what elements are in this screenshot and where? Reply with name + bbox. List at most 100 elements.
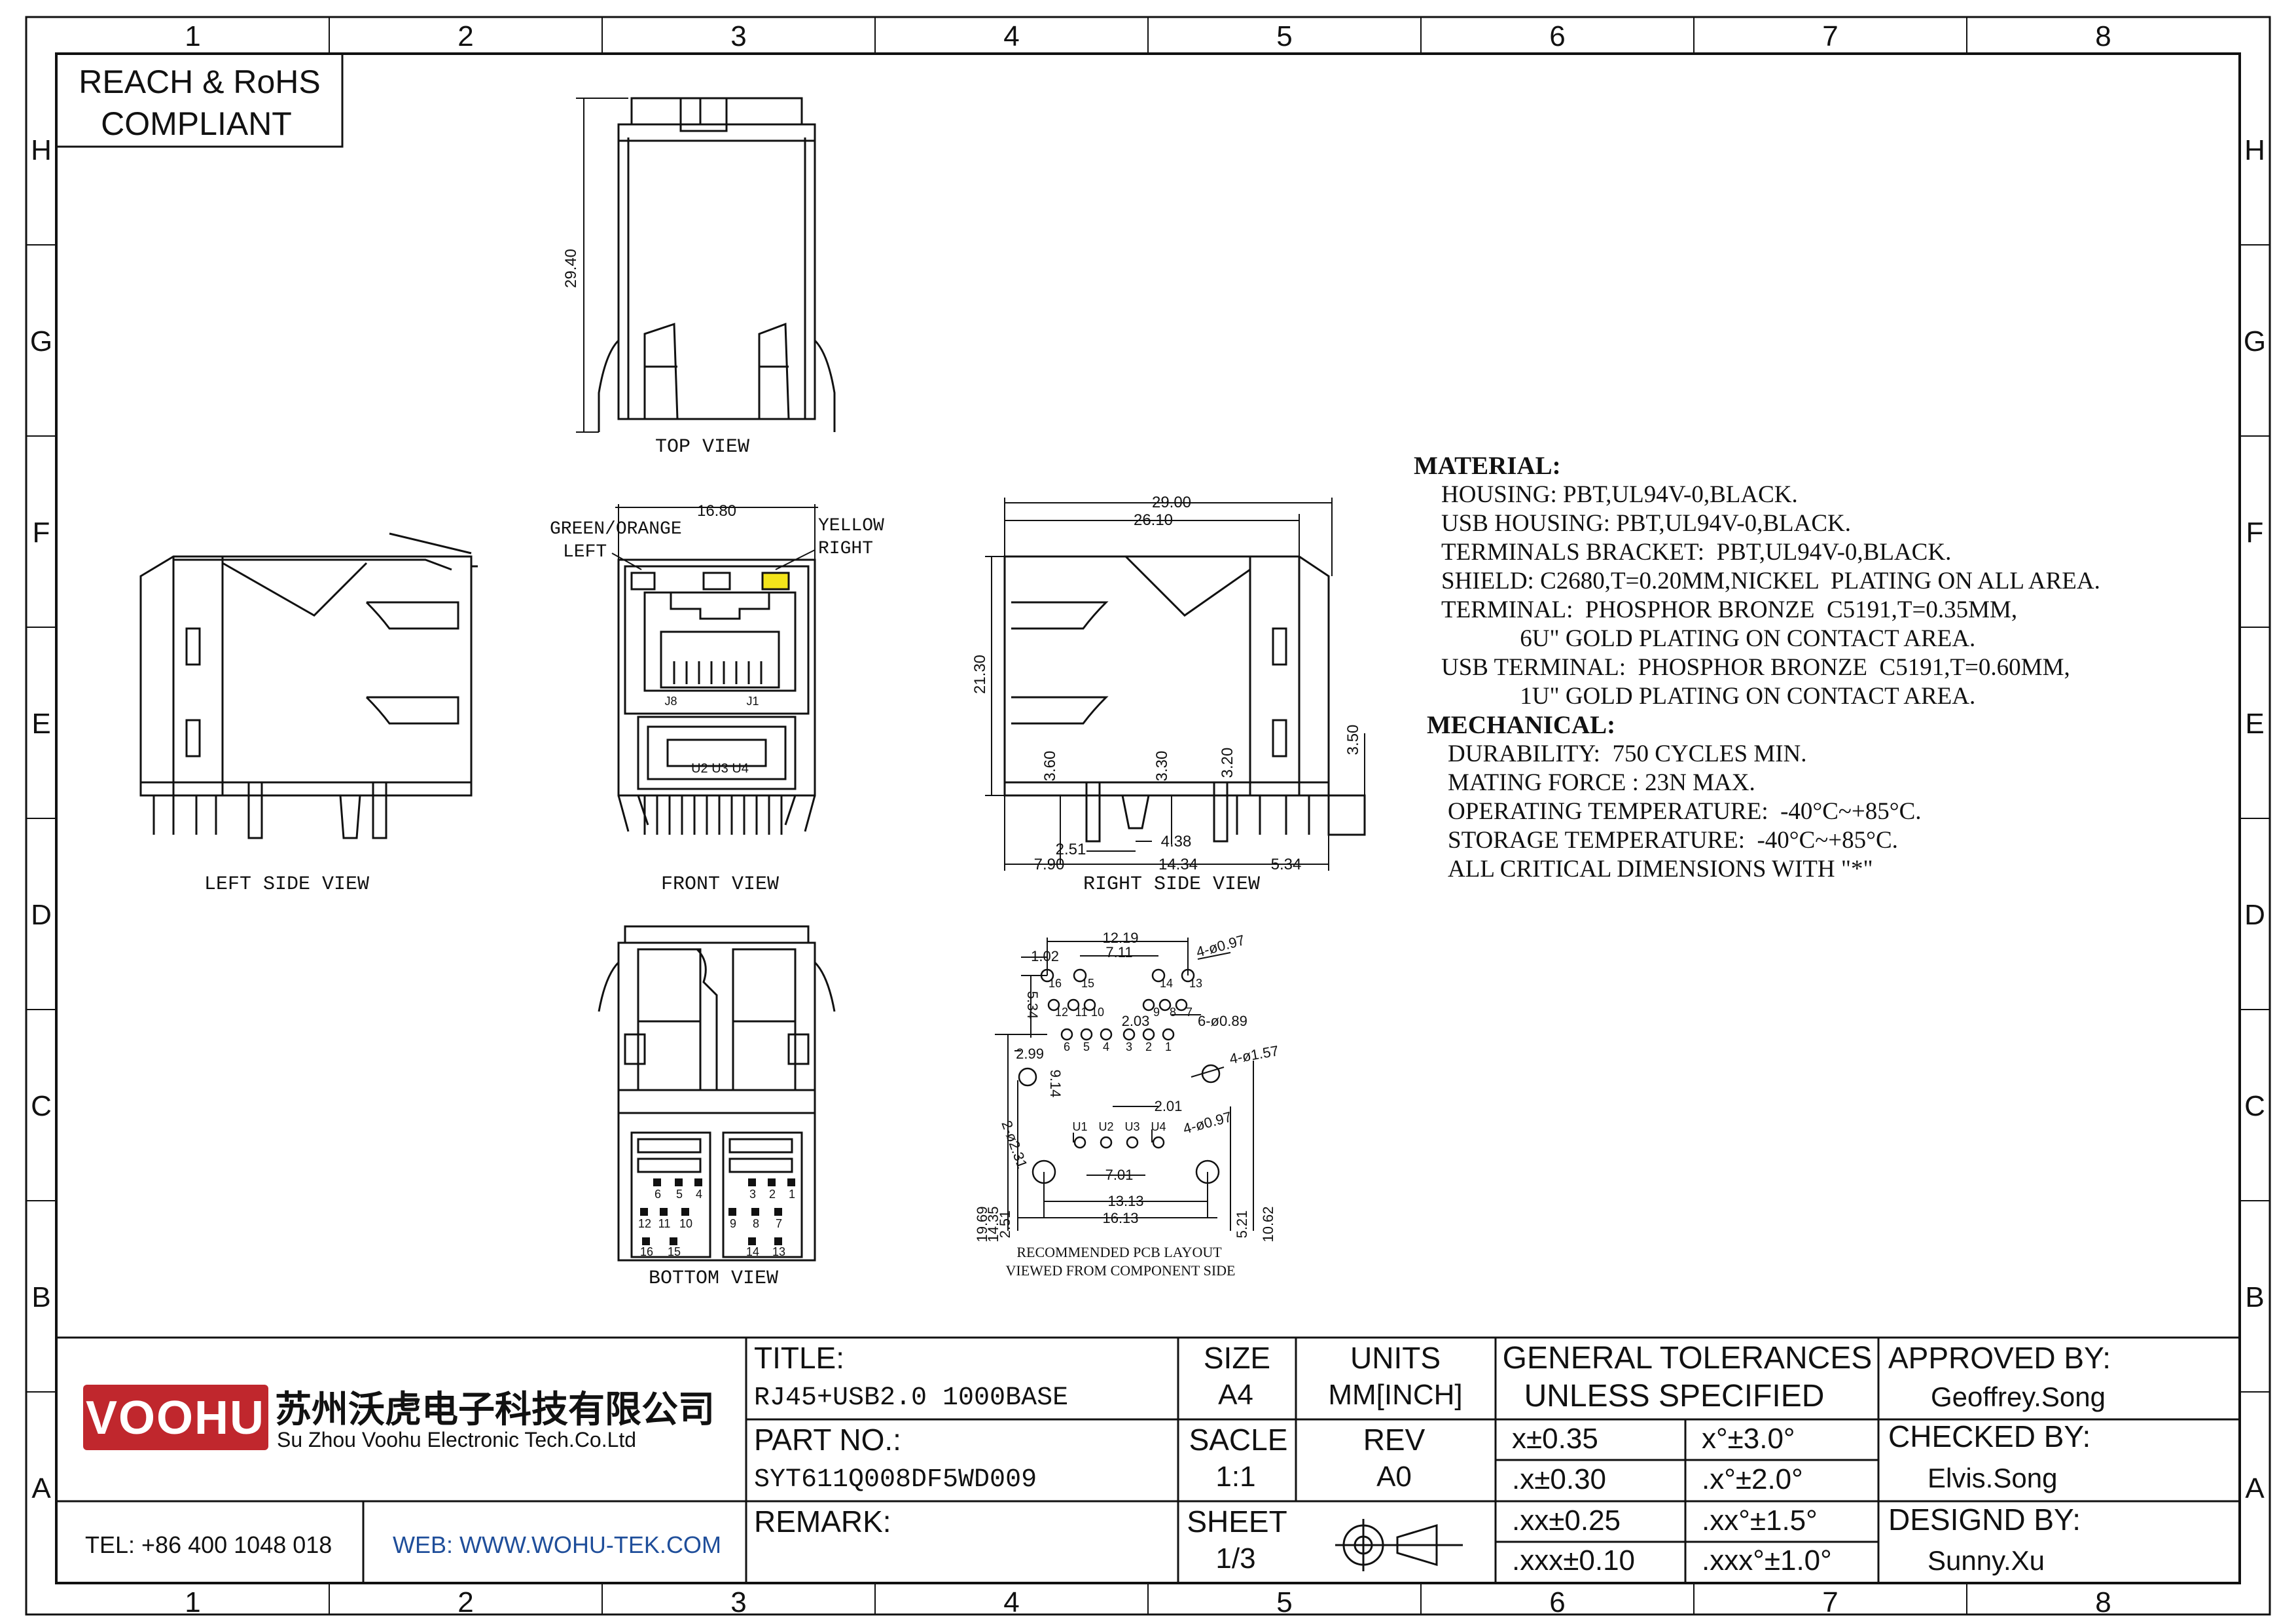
compliance-line1: REACH & RoHS [79, 64, 321, 100]
tolerance-angular: .xxx°±1.0° [1702, 1544, 1832, 1577]
scale-label: SACLE [1189, 1423, 1288, 1457]
pcb-hole [1067, 998, 1080, 1012]
zone-column-label: 1 [185, 20, 200, 52]
zone-column-label: 5 [1276, 1586, 1292, 1618]
label-left: LEFT [563, 542, 607, 562]
dim-pcb-16-13: 16.13 [1102, 1210, 1138, 1226]
material-line: 1U" GOLD PLATING ON CONTACT AREA. [1441, 683, 1976, 710]
dim-pcb-2-99: 2.99 [1016, 1046, 1044, 1062]
contact-web: WEB: WWW.WOHU-TEK.COM [393, 1531, 721, 1558]
mechanical-line: STORAGE TEMPERATURE: -40°C~+85°C. [1448, 827, 1898, 854]
dim-pcb-5-34: 5.34 [1024, 991, 1041, 1019]
specification-notes: MATERIAL: HOUSING: PBT,UL94V-0,BLACK. US… [1414, 452, 2232, 884]
dim-rs-body: 26.10 [1134, 511, 1173, 529]
pcb-pin-label: 7 [1186, 1006, 1193, 1019]
dim-pcb-2-01: 2.01 [1155, 1098, 1183, 1114]
bottom-pad [670, 1237, 677, 1245]
material-line: SHIELD: C2680,T=0.20MM,NICKEL PLATING ON… [1441, 568, 2100, 594]
zone-column-label: 7 [1822, 1586, 1838, 1618]
dim-pcb-d089: 6-ø0.89 [1198, 1013, 1247, 1029]
bottom-pin-label: 14 [746, 1245, 759, 1258]
pcb-pin-label: 5 [1083, 1040, 1090, 1053]
pcb-pin-label: U4 [1151, 1120, 1166, 1133]
material-line: USB TERMINAL: PHOSPHOR BRONZE C5191,T=0.… [1441, 654, 2070, 681]
bottom-pin-label: 11 [658, 1217, 671, 1230]
pcb-hole [1047, 998, 1060, 1012]
view-title-top: TOP VIEW [655, 436, 749, 458]
pcb-pin-label: U1 [1072, 1120, 1087, 1133]
logo: VOOHU [83, 1385, 268, 1450]
pcb-pin-label: 8 [1170, 1006, 1176, 1019]
dim-pcb-d157: 4-ø1.57 [1229, 1042, 1280, 1067]
material-line: TERMINAL: PHOSPHOR BRONZE C5191,T=0.35MM… [1441, 596, 2018, 623]
tolerance-linear: .xx±0.25 [1512, 1504, 1621, 1537]
zone-column-label: 8 [2095, 20, 2111, 52]
bottom-pin-label: 8 [753, 1217, 759, 1230]
dim-pcb-7-01: 7.01 [1105, 1167, 1134, 1183]
label-green-orange: GREEN/ORANGE [550, 519, 682, 539]
size-label: SIZE [1204, 1341, 1270, 1375]
bottom-pad [748, 1237, 756, 1245]
mechanical-heading: MECHANICAL: [1427, 711, 1616, 739]
dim-pcb-d097b: 4-ø0.97 [1181, 1108, 1234, 1137]
dim-pcb-2-51: 2.51 [997, 1211, 1013, 1239]
bottom-pin-label: 9 [730, 1217, 736, 1230]
pcb-hole [1122, 1028, 1136, 1041]
checked-value: Elvis.Song [1928, 1463, 2057, 1493]
bottom-pin-pads [640, 1178, 795, 1245]
pcb-pin-label: 2 [1145, 1040, 1152, 1053]
tolerance-angular: .xx°±1.5° [1702, 1504, 1818, 1537]
front-rj45-contacts [673, 661, 762, 684]
zone-column-label: 2 [457, 20, 473, 52]
checked-label: CHECKED BY: [1888, 1419, 2090, 1453]
bottom-pin-label: 15 [668, 1245, 681, 1258]
dim-pcb-12-19: 12.19 [1102, 930, 1138, 946]
pcb-hole [1151, 968, 1166, 983]
dim-rs-2-51: 2.51 [1056, 841, 1086, 858]
sheet-value: 1/3 [1215, 1542, 1255, 1575]
zone-column-label: 7 [1822, 20, 1838, 52]
zone-column-label: 4 [1003, 20, 1019, 52]
dim-rs-3-60: 3.60 [1041, 751, 1059, 782]
zone-row-label: D [2244, 899, 2265, 931]
zone-row-label: B [31, 1281, 50, 1313]
pcb-pin-label: 3 [1126, 1040, 1132, 1053]
pcb-pin-label: 10 [1091, 1006, 1104, 1019]
zone-column-label: 3 [730, 1586, 746, 1618]
bottom-pin-label: 12 [638, 1217, 651, 1230]
zone-row-label: G [30, 325, 52, 357]
zone-row-label: B [2245, 1281, 2264, 1313]
pcb-hole [1142, 1028, 1155, 1041]
zone-row-label: D [31, 899, 52, 931]
zone-row-label: C [2244, 1090, 2265, 1122]
zone-column-label: 5 [1276, 20, 1292, 52]
pcb-hole [1073, 968, 1087, 983]
bottom-pad [751, 1208, 759, 1216]
bottom-pin-label: 1 [789, 1188, 795, 1201]
zone-column-label: 1 [185, 1586, 200, 1618]
title-block-grid [56, 1336, 2240, 1583]
bottom-pin-label: 4 [696, 1188, 702, 1201]
pcb-pin-label: 16 [1049, 977, 1062, 990]
contact-tel: TEL: +86 400 1048 018 [85, 1531, 332, 1558]
dim-rs-7-90: 7.90 [1034, 856, 1065, 873]
dim-pcb-10-62: 10.62 [1260, 1206, 1276, 1242]
bottom-pad [681, 1208, 689, 1216]
rev-value: A0 [1376, 1461, 1412, 1493]
zone-row-label: C [31, 1090, 52, 1122]
material-line: HOUSING: PBT,UL94V-0,BLACK. [1441, 481, 1798, 508]
zone-column-label: 3 [730, 20, 746, 52]
right-side-view-dims: 29.00 26.10 21.30 3.60 3.30 3.20 3.50 2.… [971, 494, 1365, 873]
front-view-dim: 16.80 [611, 502, 818, 570]
right-side-view-drawing [1003, 555, 1366, 843]
tolerance-linear: .x±0.30 [1512, 1463, 1606, 1495]
pcb-hole [1083, 998, 1096, 1012]
size-value: A4 [1218, 1379, 1253, 1411]
tolerance-angular: .x°±2.0° [1702, 1463, 1803, 1495]
zone-row-label: F [2246, 517, 2264, 549]
compliance-line2: COMPLIANT [101, 105, 292, 142]
bottom-pad [660, 1208, 668, 1216]
